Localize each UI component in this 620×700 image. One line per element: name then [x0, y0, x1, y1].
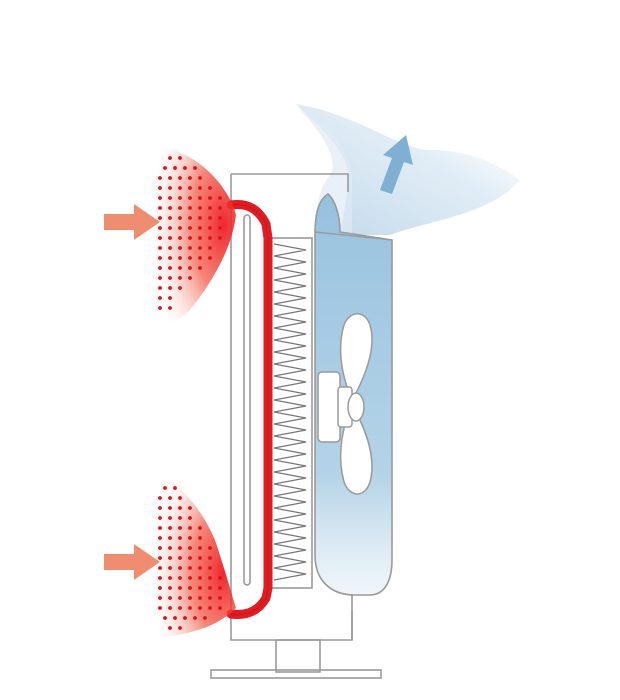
arrow-right-icon [104, 204, 160, 240]
fan-icon [317, 313, 373, 495]
hot-air-intake-top [152, 145, 236, 323]
arrow-up-right-icon [380, 135, 413, 194]
filter-panel [267, 237, 313, 589]
exhaust-plume [296, 104, 520, 235]
hot-air-intake-bottom [152, 475, 236, 638]
heat-exchanger [226, 199, 273, 619]
base-stand [210, 639, 382, 679]
arrow-right-icon [104, 544, 160, 580]
heating-coil [273, 243, 307, 581]
hot-air-particles-top [158, 156, 222, 310]
hot-air-particles-bottom [158, 486, 222, 630]
